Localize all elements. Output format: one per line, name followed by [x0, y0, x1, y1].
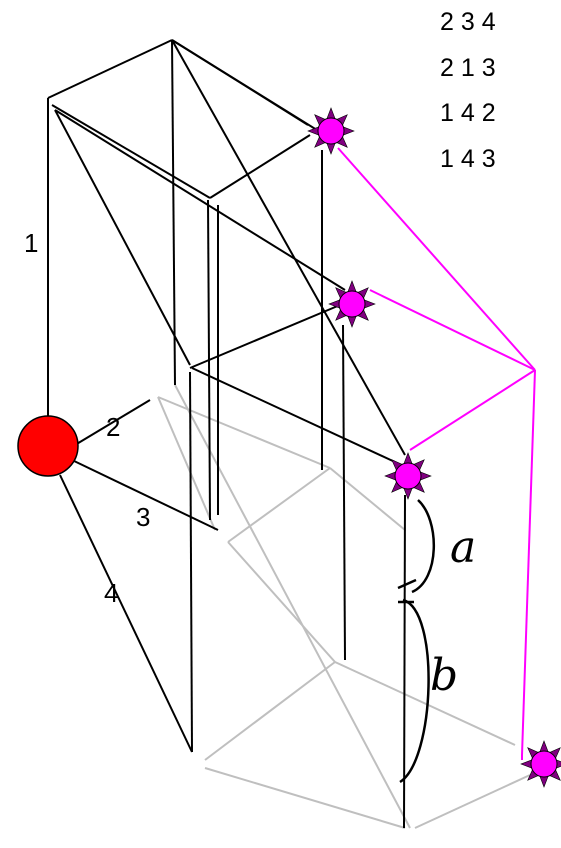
- edge-4: [59, 474, 193, 753]
- star-ray: [384, 471, 396, 481]
- gray-edge: [414, 774, 531, 829]
- black-edge: [171, 39, 326, 136]
- upper-brace: [411, 499, 436, 594]
- black-edge: [54, 109, 191, 366]
- vertical-post: [171, 39, 176, 386]
- handwritten-a: a: [450, 522, 476, 573]
- edge-label-3: 3: [136, 502, 150, 532]
- star-ray: [326, 143, 336, 155]
- visible-edges: [47, 39, 406, 829]
- black-edge: [54, 109, 346, 291]
- star-ray: [420, 471, 432, 481]
- vertical-post: [342, 324, 346, 661]
- legend-row-4: 1 4 3: [440, 145, 496, 173]
- legend-row-1: 2 3 4: [440, 8, 496, 36]
- star-ray: [364, 299, 376, 309]
- gray-edge: [329, 467, 406, 531]
- magenta-path: [337, 147, 536, 760]
- black-edge: [171, 39, 406, 456]
- star-core: [530, 750, 558, 778]
- magenta-edge: [521, 369, 536, 756]
- vertical-post: [207, 199, 211, 521]
- gray-edge: [174, 384, 411, 829]
- star-ray: [539, 740, 549, 752]
- magenta-star-node-icon: [384, 452, 432, 500]
- star-core: [317, 117, 345, 145]
- gray-edge: [204, 767, 406, 829]
- star-ray: [347, 316, 357, 328]
- edge-2: [74, 399, 151, 446]
- black-edge: [47, 39, 173, 99]
- gray-edge: [227, 467, 331, 543]
- magenta-edge: [409, 369, 536, 451]
- black-edge: [189, 304, 341, 369]
- magenta-star-node-icon: [328, 280, 376, 328]
- black-edge: [209, 134, 311, 199]
- magenta-star-node-icon: [307, 107, 355, 155]
- black-edge: [191, 367, 396, 463]
- legend-row-3: 1 4 2: [440, 99, 496, 127]
- star-core: [394, 462, 422, 490]
- edge-label-4: 4: [104, 578, 118, 608]
- star-ray: [539, 776, 549, 788]
- black-edge: [51, 104, 211, 199]
- star-core: [338, 290, 366, 318]
- gray-edge: [227, 541, 336, 663]
- gray-edge: [157, 396, 216, 531]
- gray-edge: [334, 661, 516, 746]
- red-circle-node-icon: [17, 415, 79, 477]
- star-ray: [343, 126, 355, 136]
- star-nodes: [307, 107, 561, 788]
- legend-row-2: 2 1 3: [440, 54, 496, 82]
- hidden-edges: [157, 384, 531, 829]
- star-ray: [347, 280, 357, 292]
- vertical-post: [403, 494, 406, 829]
- edge-3: [71, 459, 219, 531]
- vertical-post: [189, 371, 193, 753]
- handwritten-b: b: [430, 650, 458, 701]
- lower-brace: [399, 598, 430, 784]
- handwritten-braces: [397, 499, 436, 784]
- gray-edge: [204, 661, 336, 761]
- brace-tick: [397, 578, 417, 590]
- magenta-edge: [369, 289, 536, 371]
- star-ray: [520, 759, 532, 769]
- edge-label-2: 2: [106, 412, 120, 442]
- magenta-edge: [337, 147, 536, 371]
- magenta-star-node-icon: [520, 740, 561, 788]
- edge-label-1: 1: [24, 228, 38, 258]
- star-ray: [326, 107, 336, 119]
